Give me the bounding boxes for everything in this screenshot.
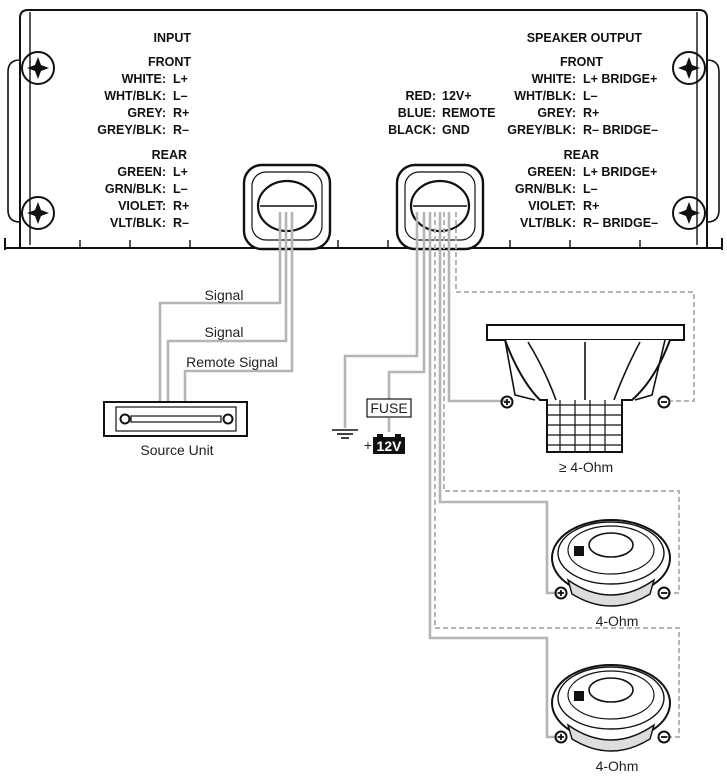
output-front-pin: L+ BRIDGE+ bbox=[583, 72, 657, 86]
input-rear-pin: L+ bbox=[173, 165, 188, 179]
speaker-positive-terminal-icon bbox=[554, 586, 568, 600]
input-front-pin: R– bbox=[173, 123, 189, 137]
output-front-pin: L– bbox=[583, 89, 598, 103]
input-rear-pin: R+ bbox=[173, 199, 189, 213]
speaker-icon bbox=[551, 519, 671, 607]
fuse-icon: FUSE bbox=[366, 398, 412, 418]
remote-signal-label: Remote Signal bbox=[186, 354, 278, 370]
speaker-negative-terminal-icon bbox=[657, 586, 671, 600]
power-color: BLACK: bbox=[388, 123, 436, 137]
subwoofer-icon bbox=[486, 324, 685, 453]
input-rear-title: REAR bbox=[152, 148, 187, 162]
mounting-screw-icon bbox=[672, 196, 706, 230]
output-front-color: WHITE: bbox=[532, 72, 576, 86]
ground-icon bbox=[332, 429, 358, 439]
speaker-icon bbox=[551, 664, 671, 752]
output-front-title: FRONT bbox=[560, 55, 603, 69]
mounting-screw-icon bbox=[21, 51, 55, 85]
output-rear-color: GRN/BLK: bbox=[515, 182, 576, 196]
output-rear-color: VIOLET: bbox=[528, 199, 576, 213]
battery-icon: 12V + bbox=[364, 434, 405, 454]
input-rear-color: VLT/BLK: bbox=[110, 216, 166, 230]
power-pin: REMOTE bbox=[442, 106, 495, 120]
output-rear-pin: R+ bbox=[583, 199, 599, 213]
input-front-color: GREY/BLK: bbox=[97, 123, 166, 137]
output-rear-pin: L+ BRIDGE+ bbox=[583, 165, 657, 179]
output-front-pin: R+ bbox=[583, 106, 599, 120]
amplifier-body bbox=[4, 9, 723, 250]
input-front-color: GREY: bbox=[127, 106, 166, 120]
battery-plus-symbol: + bbox=[364, 437, 372, 453]
signal-label: Signal bbox=[205, 287, 244, 303]
input-title: INPUT bbox=[154, 31, 192, 45]
speaker-negative-terminal-icon bbox=[657, 730, 671, 744]
input-rear-pin: R– bbox=[173, 216, 189, 230]
speaker-impedance: 4-Ohm bbox=[596, 613, 639, 629]
input-front-pin: L+ bbox=[173, 72, 188, 86]
output-front-color: GREY/BLK: bbox=[507, 123, 576, 137]
output-rear-pin: R– BRIDGE– bbox=[583, 216, 658, 230]
output-rear-title: REAR bbox=[564, 148, 599, 162]
input-rear-pin: L– bbox=[173, 182, 188, 196]
power-pin: GND bbox=[442, 123, 470, 137]
output-front-color: GREY: bbox=[537, 106, 576, 120]
output-rear-color: VLT/BLK: bbox=[520, 216, 576, 230]
power-color: BLUE: bbox=[398, 106, 436, 120]
input-rear-color: GRN/BLK: bbox=[105, 182, 166, 196]
output-rear-color: GREEN: bbox=[527, 165, 576, 179]
speaker-wiring bbox=[428, 212, 695, 739]
subwoofer-negative-terminal-icon bbox=[657, 395, 671, 409]
source-unit bbox=[103, 401, 248, 437]
battery-voltage: 12V bbox=[377, 438, 403, 454]
power-pin: 12V+ bbox=[442, 89, 472, 103]
power-color: RED: bbox=[405, 89, 436, 103]
subwoofer-impedance: ≥ 4-Ohm bbox=[559, 459, 613, 475]
output-front-color: WHT/BLK: bbox=[514, 89, 576, 103]
mounting-screw-icon bbox=[21, 196, 55, 230]
input-front-color: WHITE: bbox=[122, 72, 166, 86]
output-title: SPEAKER OUTPUT bbox=[527, 31, 643, 45]
mounting-screw-icon bbox=[672, 51, 706, 85]
subwoofer-positive-terminal-icon bbox=[500, 395, 514, 409]
output-rear-pin: L– bbox=[583, 182, 598, 196]
input-rear-color: VIOLET: bbox=[118, 199, 166, 213]
source-unit-label: Source Unit bbox=[140, 442, 213, 458]
input-front-title: FRONT bbox=[148, 55, 191, 69]
input-wiring bbox=[158, 212, 294, 402]
input-front-pin: R+ bbox=[173, 106, 189, 120]
signal-label: Signal bbox=[205, 324, 244, 340]
fuse-label: FUSE bbox=[370, 400, 407, 416]
output-front-pin: R– BRIDGE– bbox=[583, 123, 658, 137]
speaker-impedance: 4-Ohm bbox=[596, 758, 639, 774]
input-rear-color: GREEN: bbox=[117, 165, 166, 179]
speaker-positive-terminal-icon bbox=[554, 730, 568, 744]
input-front-color: WHT/BLK: bbox=[104, 89, 166, 103]
input-front-pin: L– bbox=[173, 89, 188, 103]
power-wiring bbox=[343, 212, 426, 432]
